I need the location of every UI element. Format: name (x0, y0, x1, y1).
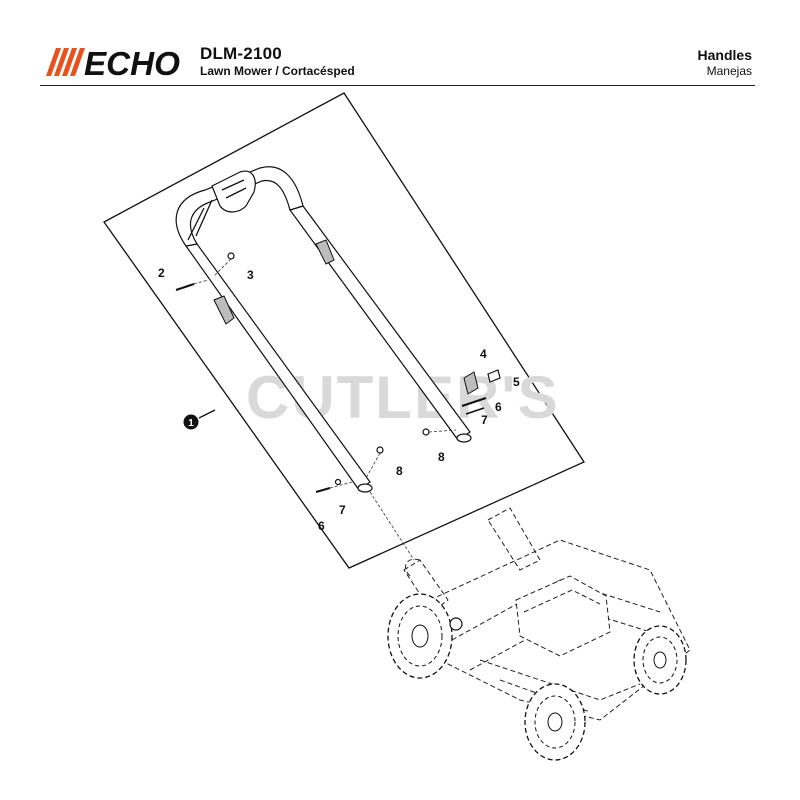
left-cable-clip (213, 295, 235, 325)
bolt-item-6-left (315, 487, 331, 493)
nut-item-3 (227, 252, 235, 260)
left-tube-end (357, 483, 373, 493)
rear-left-wheel (387, 593, 453, 679)
callout-7-right: 7 (481, 413, 488, 427)
header-rule (40, 85, 755, 86)
logo-wordmark: ECHO (84, 46, 180, 78)
control-box (211, 170, 256, 213)
page-header: ECHO DLM-2100 Lawn Mower / Cortacésped H… (0, 0, 800, 90)
callouts: 1 2 3 4 5 6 7 8 8 7 6 (158, 266, 520, 533)
section-subtitle: Manejas (706, 64, 752, 78)
logo-speed-stripes (46, 48, 85, 76)
model-number: DLM-2100 (200, 44, 282, 63)
echo-logo: ECHO (46, 46, 180, 78)
assembly-frame (103, 92, 585, 569)
callout-8-left: 8 (396, 464, 403, 478)
nut-item-8-left (376, 446, 384, 454)
callout-8-right: 8 (438, 450, 445, 464)
callout-6-left: 6 (318, 519, 325, 533)
callout-6-right: 6 (495, 400, 502, 414)
callout-4: 4 (480, 347, 487, 361)
washer-item-7-left (334, 478, 342, 486)
height-adjust-knob (449, 617, 463, 631)
assembly-guide-line (369, 491, 415, 561)
rear-right-wheel (633, 625, 687, 695)
bolt-item-2 (175, 283, 195, 291)
callout-7-left: 7 (339, 503, 346, 517)
knob-item-5 (487, 369, 501, 383)
callout-2: 2 (158, 266, 165, 280)
product-subtitle: Lawn Mower / Cortacésped (200, 64, 355, 78)
handle-assembly (175, 166, 472, 493)
control-box-detail (221, 179, 247, 199)
battery-cover (515, 575, 611, 657)
callout-3: 3 (247, 268, 254, 282)
callout-1-badge (183, 414, 199, 430)
callout-1: 1 (188, 418, 194, 429)
right-tube-end (456, 433, 472, 443)
washer-item-7-right (465, 407, 485, 415)
right-cable-clip (315, 239, 335, 265)
nut-item-8-right (422, 428, 430, 436)
callout-5: 5 (513, 375, 520, 389)
bolt-item-6-right (461, 397, 487, 407)
bracket-item-4 (463, 371, 479, 395)
bail-lever (187, 199, 213, 241)
mower-wheels (387, 593, 687, 761)
hardware-parts (175, 252, 501, 561)
section-title: Handles (697, 47, 752, 63)
front-left-wheel (524, 683, 586, 761)
